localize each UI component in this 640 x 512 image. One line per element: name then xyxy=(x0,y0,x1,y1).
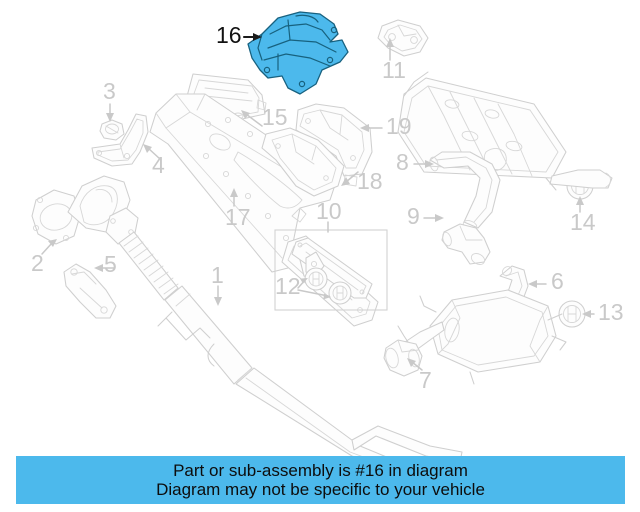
callout-label-8: 8 xyxy=(396,149,409,175)
callout-label-15: 15 xyxy=(262,104,288,130)
rubber-isolator-b xyxy=(328,281,352,305)
callout-leader-4 xyxy=(143,144,161,160)
rubber-isolator-a xyxy=(304,267,328,291)
callout-label-5: 5 xyxy=(104,251,117,277)
part-9-pipe-connector xyxy=(441,223,491,265)
callout-label-7: 7 xyxy=(419,367,432,393)
callout-leader-15 xyxy=(241,110,263,127)
callout-label-3: 3 xyxy=(103,78,116,104)
callout-leader-19 xyxy=(360,124,383,132)
banner-line-primary: Part or sub-assembly is #16 in diagram xyxy=(173,460,468,480)
callout-label-12: 12 xyxy=(275,273,301,299)
part-12-inset xyxy=(274,229,388,311)
callout-label-19: 19 xyxy=(386,113,412,139)
callout-leader-7 xyxy=(407,358,423,371)
callout-label-6: 6 xyxy=(551,268,564,294)
part-notice-banner: Part or sub-assembly is #16 in diagram D… xyxy=(16,456,625,504)
callout-leader-16 xyxy=(242,33,262,41)
center-resonator xyxy=(397,71,613,191)
part-5-support-brace xyxy=(63,263,117,319)
part-2-manifold-gasket xyxy=(31,189,81,245)
callout-leader-14 xyxy=(576,196,584,213)
callout-leader-17 xyxy=(230,188,238,207)
callout-label-13: 13 xyxy=(598,299,624,325)
part-18-lower-heat-shield xyxy=(261,127,345,197)
callout-leader-6 xyxy=(528,280,547,288)
callout-leader-9 xyxy=(423,214,444,222)
callout-leader-1 xyxy=(214,285,222,306)
callout-label-17: 17 xyxy=(225,204,251,230)
callout-leader-2 xyxy=(41,239,57,255)
part-1-catalytic-converter-pipe xyxy=(67,175,429,483)
part-13-rear-grommet xyxy=(558,300,586,328)
callout-leader-5 xyxy=(94,264,115,272)
part-11-hanger-bracket xyxy=(377,19,429,57)
callout-label-16: 16 xyxy=(216,22,242,48)
callout-label-9: 9 xyxy=(407,203,420,229)
banner-line-secondary: Diagram may not be specific to your vehi… xyxy=(156,480,485,499)
callout-leader-8 xyxy=(413,160,434,168)
part-7-exhaust-clamp xyxy=(383,339,423,377)
callout-label-10: 10 xyxy=(316,198,342,224)
callout-label-11: 11 xyxy=(382,57,406,83)
callout-leader-3 xyxy=(106,103,114,122)
part-3-nut xyxy=(99,119,125,141)
callout-label-14: 14 xyxy=(570,209,596,235)
callout-label-4: 4 xyxy=(152,152,165,178)
callout-leader-11 xyxy=(386,38,394,61)
callout-label-1: 1 xyxy=(211,262,224,288)
callout-leader-13 xyxy=(582,310,595,318)
part-16-highlighted-heat-shield xyxy=(247,11,349,95)
part-4-manifold-bracket xyxy=(91,113,149,167)
callout-label-2: 2 xyxy=(31,250,44,276)
callout-label-18: 18 xyxy=(357,168,383,194)
callout-leader-18 xyxy=(341,171,359,186)
